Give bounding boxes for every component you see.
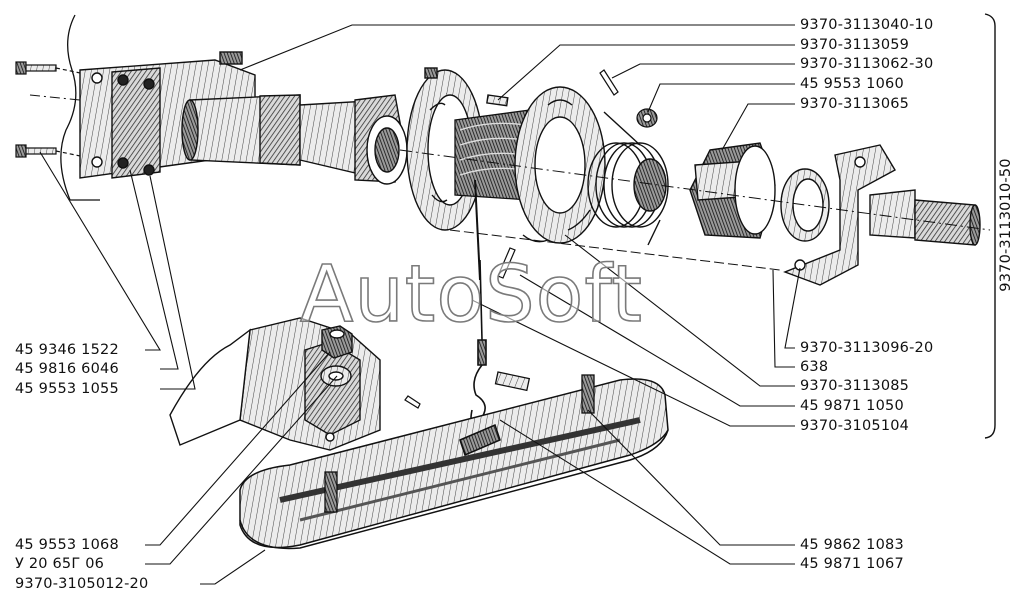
nut-small bbox=[636, 108, 658, 128]
assembly-label-container: 9370-3113010-50 bbox=[996, 150, 1016, 300]
leader-lines-left bbox=[39, 151, 338, 585]
cotter-pin-top bbox=[599, 69, 619, 96]
bolt-lower bbox=[15, 144, 91, 159]
part-label-left-6: 9370-3105012-20 bbox=[15, 576, 149, 592]
part-label-right-9: 45 9871 1050 bbox=[800, 398, 904, 414]
part-label-right-11: 45 9862 1083 bbox=[800, 537, 904, 553]
part-label-right-12: 45 9871 1067 bbox=[800, 556, 904, 572]
cable-drum bbox=[454, 109, 531, 281]
part-label-left-3: 45 9553 1055 bbox=[15, 381, 119, 397]
washer-ring bbox=[780, 168, 830, 242]
part-label-right-2: 9370-3113059 bbox=[800, 37, 910, 53]
foot-plate bbox=[239, 378, 669, 550]
stud-right bbox=[581, 374, 595, 414]
assembly-bracket-line bbox=[984, 13, 996, 439]
watermark: AutoSoft bbox=[299, 249, 644, 341]
end-shaft bbox=[869, 189, 981, 246]
torsion-spring bbox=[587, 111, 669, 246]
part-label-left-1: 45 9346 1522 bbox=[15, 342, 119, 358]
part-label-right-6: 9370-3113096-20 bbox=[800, 340, 934, 356]
cotter-pin-low bbox=[404, 395, 421, 409]
nut-m bbox=[321, 325, 353, 359]
shaft-tube bbox=[181, 94, 408, 185]
frame-edge bbox=[60, 14, 100, 201]
part-label-right-8: 9370-3113085 bbox=[800, 378, 910, 394]
spring-washer bbox=[320, 365, 352, 387]
part-label-right-1: 9370-3113040-10 bbox=[800, 17, 934, 33]
part-label-right-7: 638 bbox=[800, 359, 829, 375]
part-label-left-4: 45 9553 1068 bbox=[15, 537, 119, 553]
assembly-label: 9370-3113010-50 bbox=[998, 158, 1014, 292]
cotter-pin-mid bbox=[497, 247, 516, 279]
stud-left bbox=[324, 471, 338, 513]
part-label-right-10: 9370-3105104 bbox=[800, 418, 910, 434]
leader-lines-right bbox=[239, 24, 801, 565]
bolt-upper bbox=[15, 61, 91, 76]
part-label-right-5: 9370-3113065 bbox=[800, 96, 910, 112]
part-label-left-2: 45 9816 6046 bbox=[15, 361, 119, 377]
part-label-right-4: 45 9553 1060 bbox=[800, 76, 904, 92]
flange-disc-right bbox=[514, 86, 606, 244]
spring-sleeve bbox=[689, 142, 776, 239]
clevis-pin bbox=[494, 371, 531, 392]
bracket-right bbox=[783, 144, 896, 286]
part-label-left-5: У 20 65Г 06 bbox=[15, 556, 105, 572]
part-label-right-3: 9370-3113062-30 bbox=[800, 56, 934, 72]
